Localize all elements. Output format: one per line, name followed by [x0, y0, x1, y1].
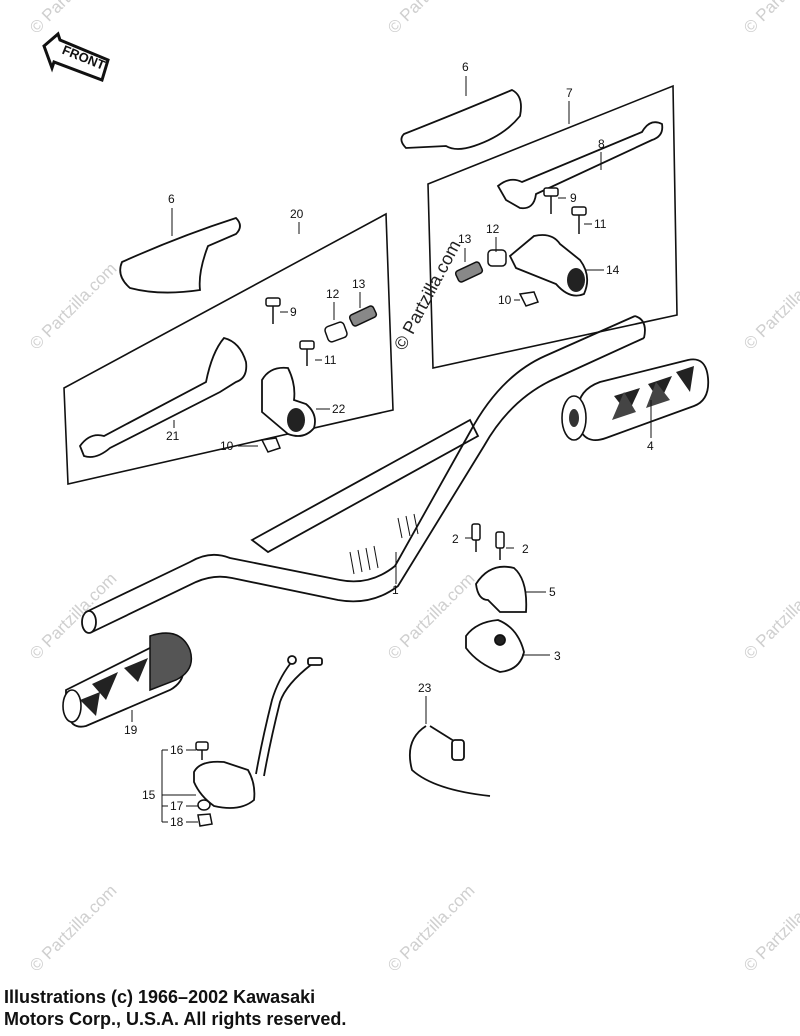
callout-10b: 10 — [498, 293, 512, 307]
callout-1: 1 — [392, 583, 399, 597]
callout-23: 23 — [418, 681, 432, 695]
copyright-line-2: Motors Corp., U.S.A. All rights reserved… — [4, 1009, 347, 1029]
callouts: 1 2 2 3 4 5 6 6 7 8 9 9 10 10 11 11 12 1… — [124, 60, 654, 829]
kill-switch — [193, 655, 323, 809]
callout-9b: 9 — [570, 191, 577, 205]
callout-6b: 6 — [462, 60, 469, 74]
handlebar — [81, 315, 646, 634]
callout-17: 17 — [170, 799, 184, 813]
lever-holder-right — [508, 234, 589, 297]
callout-7: 7 — [566, 86, 573, 100]
callout-14: 14 — [606, 263, 620, 277]
switch-housing — [465, 565, 528, 673]
callout-8: 8 — [598, 137, 605, 151]
callout-4: 4 — [647, 439, 654, 453]
callout-3: 3 — [554, 649, 561, 663]
callout-18: 18 — [170, 815, 184, 829]
kit-outline-left — [63, 212, 394, 485]
grip-right — [561, 358, 710, 442]
leader-lines — [131, 76, 652, 823]
callout-10a: 10 — [220, 439, 234, 453]
lever-cover-right — [400, 89, 522, 150]
copyright-line-1: Illustrations (c) 1966–2002 Kawasaki — [4, 987, 316, 1007]
callout-9a: 9 — [290, 305, 297, 319]
callout-11b: 11 — [594, 217, 607, 231]
callout-2b: 2 — [522, 542, 529, 556]
callout-15: 15 — [142, 788, 156, 802]
lever-right — [496, 121, 664, 210]
callout-12b: 12 — [486, 222, 500, 236]
callout-19: 19 — [124, 723, 138, 737]
lever-left — [78, 336, 248, 458]
callout-13b: 13 — [458, 232, 472, 246]
callout-16: 16 — [170, 743, 184, 757]
front-arrow-icon: FRONT — [42, 31, 110, 82]
callout-20: 20 — [290, 207, 304, 221]
lever-holder-left — [261, 366, 316, 437]
kit-outline-right — [427, 84, 678, 369]
callout-2a: 2 — [452, 532, 459, 546]
copyright-notice: Illustrations (c) 1966–2002 Kawasaki Mot… — [4, 986, 564, 1030]
handlebar-knurl — [349, 513, 419, 575]
callout-13a: 13 — [352, 277, 366, 291]
callout-11a: 11 — [324, 353, 337, 367]
lever-cover-left — [119, 216, 241, 294]
callout-5: 5 — [549, 585, 556, 599]
grip-left — [62, 632, 193, 728]
hardware-parts — [195, 187, 587, 827]
callout-12a: 12 — [326, 287, 340, 301]
callout-6a: 6 — [168, 192, 175, 206]
callout-22: 22 — [332, 402, 346, 416]
cable-strap — [408, 725, 491, 797]
callout-21: 21 — [166, 429, 180, 443]
